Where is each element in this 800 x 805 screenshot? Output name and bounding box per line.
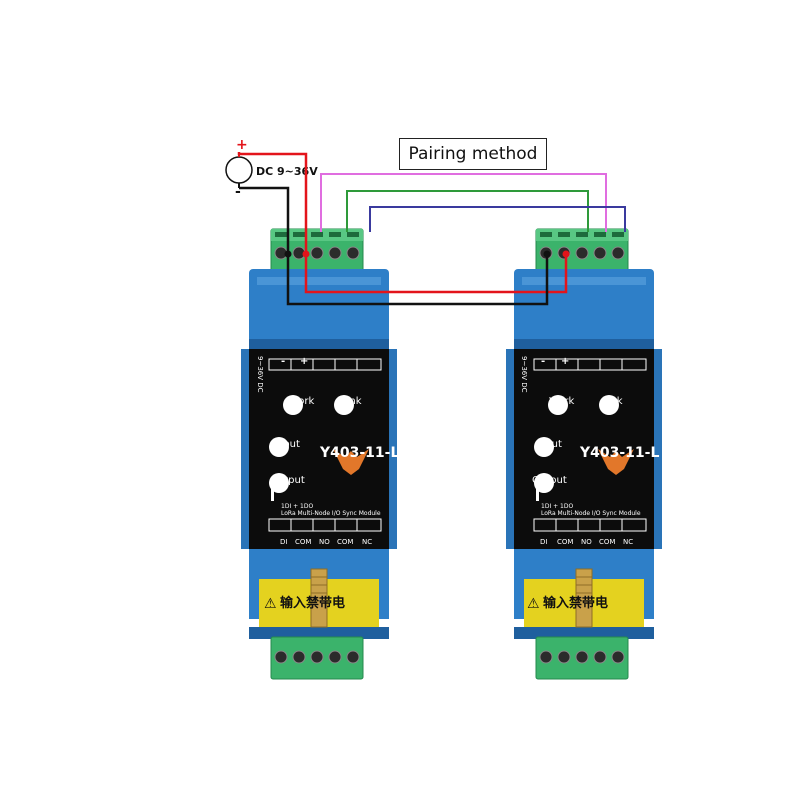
right-bottom-terminal-com2: COM <box>599 538 615 546</box>
wire-magenta <box>320 173 607 232</box>
right-led-link-label: Link <box>602 396 623 407</box>
power-supply <box>225 152 253 188</box>
right-bottom-terminal-com1: COM <box>557 538 573 546</box>
left-bottom-terminal-com1: COM <box>295 538 311 546</box>
left-bottom-terminal-no: NO <box>319 538 330 546</box>
left-terminal-plus: + <box>300 356 308 367</box>
left-bottom-terminal-di: DI <box>280 538 287 546</box>
left-warning-text: 输入禁带电 <box>280 595 345 611</box>
right-warning-symbol: ⚠ <box>527 596 540 612</box>
device-right-labels: - + 9~36V DC Work Link Input Output Y403… <box>520 356 659 612</box>
left-minus-terminal-dot <box>284 250 292 258</box>
right-terminal-plus: + <box>561 356 569 367</box>
left-led-work-label: Work <box>289 396 315 407</box>
pairing-method-text: Pairing method <box>408 144 538 164</box>
wire-black <box>239 186 549 306</box>
right-bottom-terminal-nc: NC <box>623 538 633 546</box>
left-plus-terminal-dot <box>302 250 310 258</box>
left-terminal-minus: - <box>281 356 285 367</box>
right-plus-terminal-dot <box>562 250 570 258</box>
right-desc-line1: 1DI + 1DO <box>541 503 573 510</box>
power-plus-sign: + <box>236 137 248 153</box>
left-led-output-label: Output <box>270 475 305 486</box>
right-minus-terminal-dot <box>543 250 551 258</box>
right-bottom-terminal-no: NO <box>581 538 592 546</box>
right-bottom-terminal-di: DI <box>540 538 547 546</box>
device-left-labels: - + 9~36V DC Work Link Input Output Y403… <box>256 356 399 612</box>
power-minus-sign: - <box>235 184 241 200</box>
wire-blue <box>369 206 626 232</box>
right-led-input-label: Input <box>536 439 562 450</box>
right-led-output-label: Output <box>532 475 567 486</box>
right-terminal-minus: - <box>541 356 545 367</box>
left-bottom-terminal-nc: NC <box>362 538 372 546</box>
right-warning-text: 输入禁带电 <box>543 595 608 611</box>
left-led-input-label: Input <box>274 439 300 450</box>
left-led-link-label: Link <box>341 396 362 407</box>
wire-green <box>346 190 589 232</box>
pairing-method-label: Pairing method <box>399 138 547 170</box>
left-desc-line1: 1DI + 1DO <box>281 503 313 510</box>
power-label: DC 9~36V <box>256 165 318 178</box>
right-side-label: 9~36V DC <box>520 356 528 393</box>
right-desc-line2: LoRa Multi-Node I/O Sync Module <box>541 510 641 517</box>
left-warning-symbol: ⚠ <box>264 596 277 612</box>
left-bottom-terminal-com2: COM <box>337 538 353 546</box>
left-side-label: 9~36V DC <box>256 356 264 393</box>
wire-red <box>237 152 568 294</box>
right-led-work-label: Work <box>549 396 575 407</box>
left-model-label: Y403-11-L <box>319 445 399 461</box>
right-model-label: Y403-11-L <box>579 445 659 461</box>
left-desc-line2: LoRa Multi-Node I/O Sync Module <box>281 510 381 517</box>
